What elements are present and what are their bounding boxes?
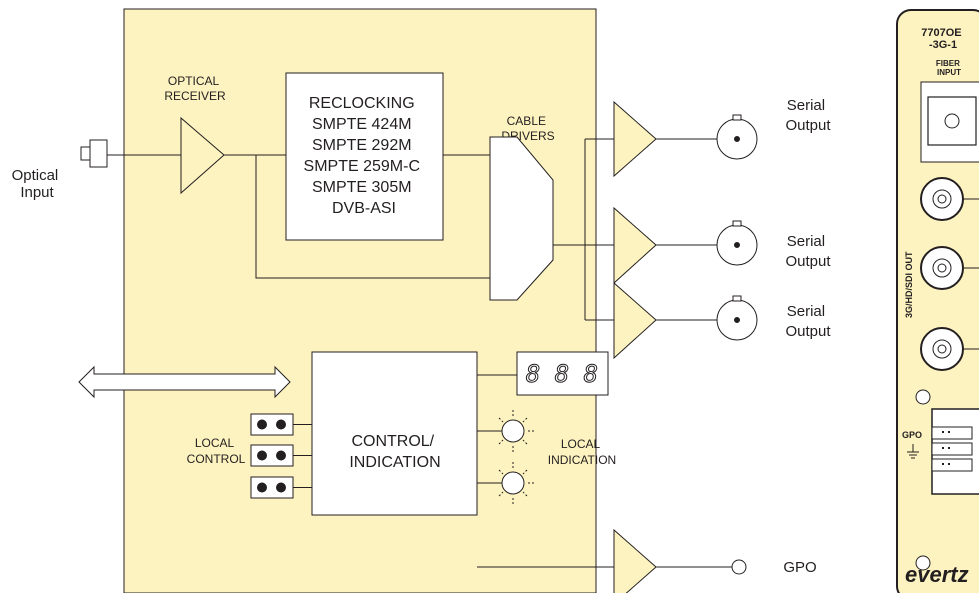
jumper-2 bbox=[250, 444, 294, 467]
panel-ground-icon bbox=[907, 444, 919, 459]
bnc-connector-3 bbox=[716, 295, 758, 341]
rear-panel: 7707OE -3G-1 FIBER INPUT bbox=[896, 9, 979, 593]
bnc-connector-2 bbox=[716, 220, 758, 266]
led-indicator-2 bbox=[498, 462, 535, 504]
output-amplifier-1 bbox=[613, 100, 657, 178]
local-control-label: LOCAL CONTROL bbox=[187, 436, 246, 466]
panel-brand-logo: evertz bbox=[905, 562, 969, 587]
panel-bnc-2 bbox=[920, 246, 979, 290]
seven-segment-display bbox=[516, 351, 609, 396]
panel-mount-hole-2 bbox=[915, 555, 931, 571]
gpo-label: GPO bbox=[783, 559, 816, 576]
output-amplifier-2 bbox=[613, 206, 657, 285]
panel-gpo-label: GPO bbox=[902, 430, 922, 440]
gpo-terminal bbox=[731, 559, 747, 575]
reclocking-box bbox=[285, 72, 444, 241]
gpo-amplifier bbox=[613, 528, 657, 593]
optical-receiver-label: OPTICAL RECEIVER bbox=[164, 74, 226, 103]
panel-bnc-3 bbox=[920, 327, 979, 371]
panel-bnc-1 bbox=[920, 177, 979, 221]
led-indicator-1 bbox=[498, 410, 535, 452]
panel-fiber-connector bbox=[920, 81, 979, 163]
output-amplifier-3 bbox=[613, 281, 657, 360]
jumper-3 bbox=[250, 476, 294, 499]
jumper-1 bbox=[250, 413, 294, 436]
panel-gpo-terminal-block bbox=[931, 408, 979, 495]
cable-drivers-mux bbox=[489, 136, 554, 301]
bidirectional-control-arrow bbox=[78, 365, 291, 399]
control-indication-box bbox=[311, 351, 478, 516]
serial-output-label-3: Serial Output bbox=[785, 303, 831, 340]
optical-input-connector bbox=[80, 139, 108, 168]
display-digits: 8 8 8 bbox=[526, 360, 598, 388]
serial-output-label-2: Serial Output bbox=[785, 233, 831, 270]
optical-receiver-amplifier bbox=[180, 116, 225, 195]
panel-fiber-input-label: FIBER INPUT bbox=[936, 59, 962, 77]
control-indication-label: CONTROL/ INDICATION bbox=[349, 433, 440, 471]
panel-model-label: 7707OE -3G-1 bbox=[921, 27, 964, 51]
panel-mount-hole-1 bbox=[915, 389, 931, 405]
bnc-connector-1 bbox=[716, 114, 758, 160]
serial-output-label-1: Serial Output bbox=[785, 97, 831, 134]
reclocking-label: RECLOCKING SMPTE 424M SMPTE 292M SMPTE 2… bbox=[304, 95, 425, 217]
local-indication-label: LOCAL INDICATION bbox=[548, 437, 616, 467]
panel-sdi-out-label: 3G/HD/SDI OUT bbox=[904, 251, 914, 318]
optical-input-label: Optical Input bbox=[12, 167, 63, 201]
